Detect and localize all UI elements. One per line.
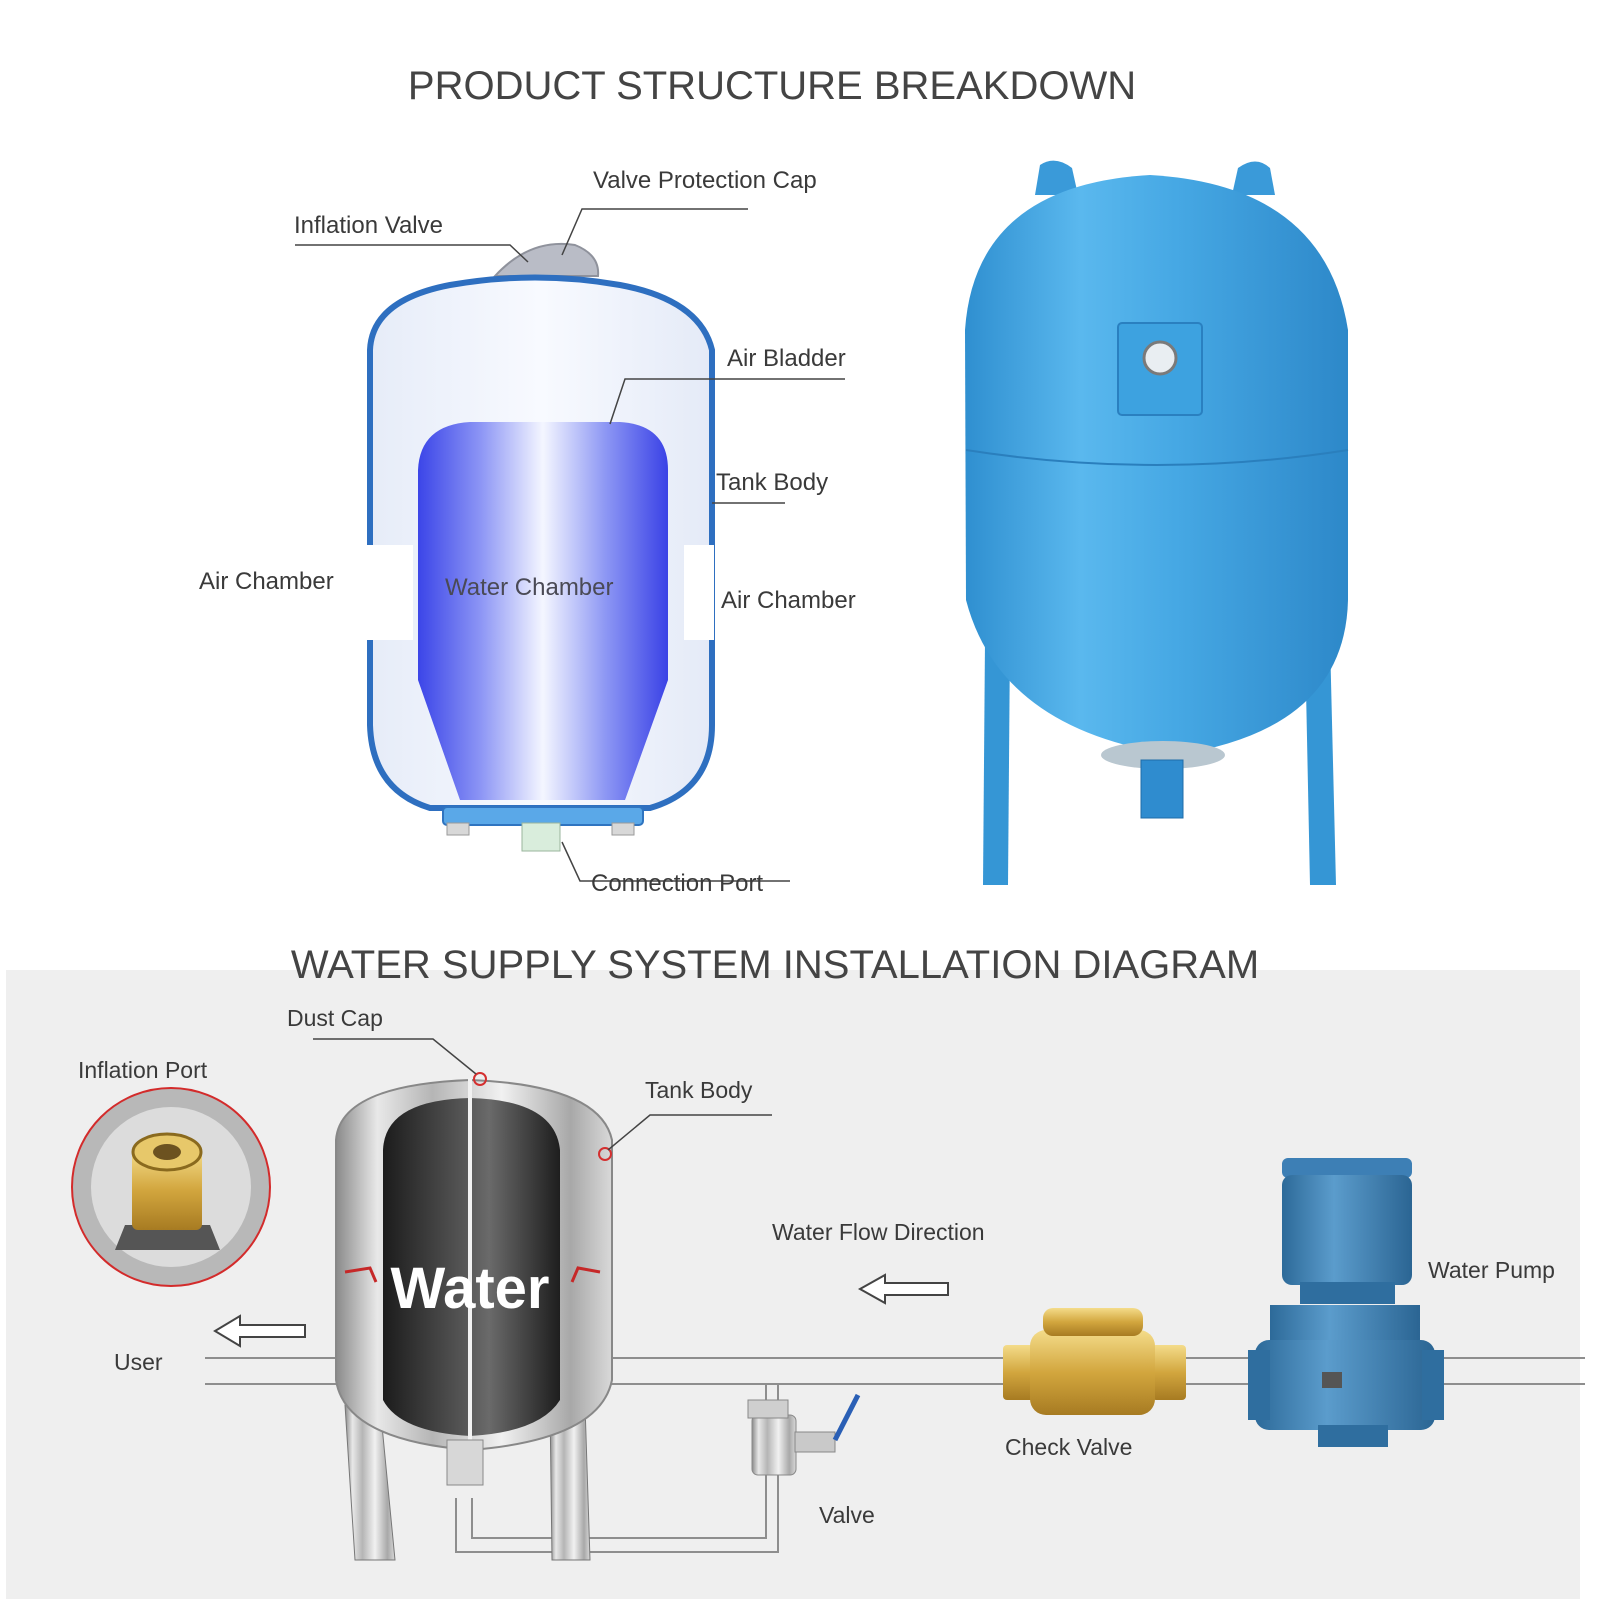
arrow-left-user-icon [213,1314,306,1348]
foot-right [611,822,635,836]
arrow-flow-direction-icon [857,1273,949,1305]
label-check-valve: Check Valve [1005,1434,1132,1460]
label-connection-port: Connection Port [591,870,763,897]
label-inflation-valve: Inflation Valve [294,212,443,239]
label-water-flow-direction: Water Flow Direction [772,1219,985,1245]
label-valve-protection-cap: Valve Protection Cap [593,167,817,194]
tank-leg-right [1305,640,1336,885]
inflation-port-closeup [71,1087,271,1287]
pressure-gauge-icon [1142,340,1178,376]
clamp-left-icon [344,1266,378,1283]
label-inflation-port: Inflation Port [78,1057,208,1083]
label-user: User [114,1349,163,1375]
inflation-valve-cap [492,243,600,277]
label-valve: Valve [819,1502,875,1528]
air-bladder [418,422,668,800]
clamp-right-icon [570,1266,601,1283]
air-chamber-left-gap [365,545,413,640]
air-chamber-right-gap [684,545,714,640]
cutaway-tank [365,243,715,852]
label-dust-cap: Dust Cap [287,1005,383,1031]
label-tank-body: Tank Body [716,469,828,496]
label-water-chamber: Water Chamber [445,574,614,601]
water-pump [1248,1158,1444,1447]
tank-body-marker [598,1147,612,1161]
label-air-bladder: Air Bladder [727,345,846,372]
tank-outlet [446,1439,484,1486]
lifting-lug-right [1232,161,1275,195]
bottom-outlet [1140,759,1184,819]
label-water-pump: Water Pump [1428,1257,1555,1283]
base-plate [442,806,644,826]
foot-left [446,822,470,836]
dust-cap-marker [473,1072,487,1086]
structure-title: PRODUCT STRUCTURE BREAKDOWN [408,64,1136,108]
label-air-chamber-right: Air Chamber [721,587,856,614]
weld-seam [965,449,1349,466]
bottom-flange [1101,741,1225,769]
label-tank-body-install: Tank Body [645,1077,753,1103]
tank-leg-left [983,640,1010,885]
steel-tank: Water [335,1072,613,1561]
lifting-lug-left [1035,160,1078,195]
structure-leader-lines [295,208,845,882]
installation-leader-lines [313,1038,772,1151]
ball-valve [747,1393,861,1476]
installation-title: WATER SUPPLY SYSTEM INSTALLATION DIAGRAM [291,943,1259,987]
check-valve [1003,1308,1186,1415]
water-label: Water [391,1256,550,1321]
blue-tank [965,160,1349,885]
connection-port [521,822,561,852]
label-air-chamber-left: Air Chamber [199,568,334,595]
